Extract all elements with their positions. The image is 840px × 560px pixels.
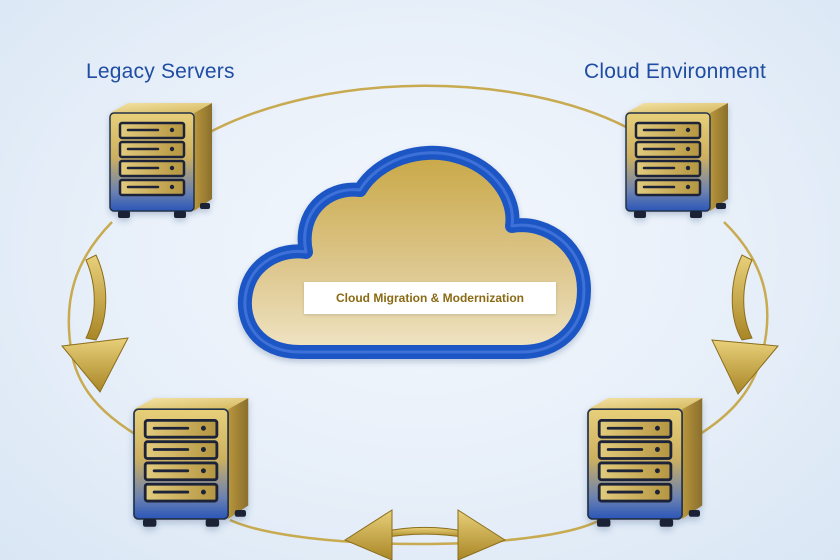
double-arrow-icon — [343, 509, 507, 560]
curved-arrow-icon — [61, 254, 129, 393]
connector-ring-bottom — [229, 518, 601, 546]
server-icon — [132, 396, 250, 529]
server-icon — [586, 396, 704, 529]
curved-arrow-icon — [711, 254, 779, 395]
server-icon — [108, 101, 214, 220]
cloud-icon — [237, 145, 591, 359]
server-icon — [624, 101, 730, 220]
cloud-environment-label: Cloud Environment — [584, 60, 766, 83]
legacy-servers-label: Legacy Servers — [86, 60, 235, 83]
connector-ring-left — [67, 221, 146, 442]
connector-ring — [209, 84, 629, 134]
migration-banner: Cloud Migration & Modernization — [304, 282, 556, 314]
